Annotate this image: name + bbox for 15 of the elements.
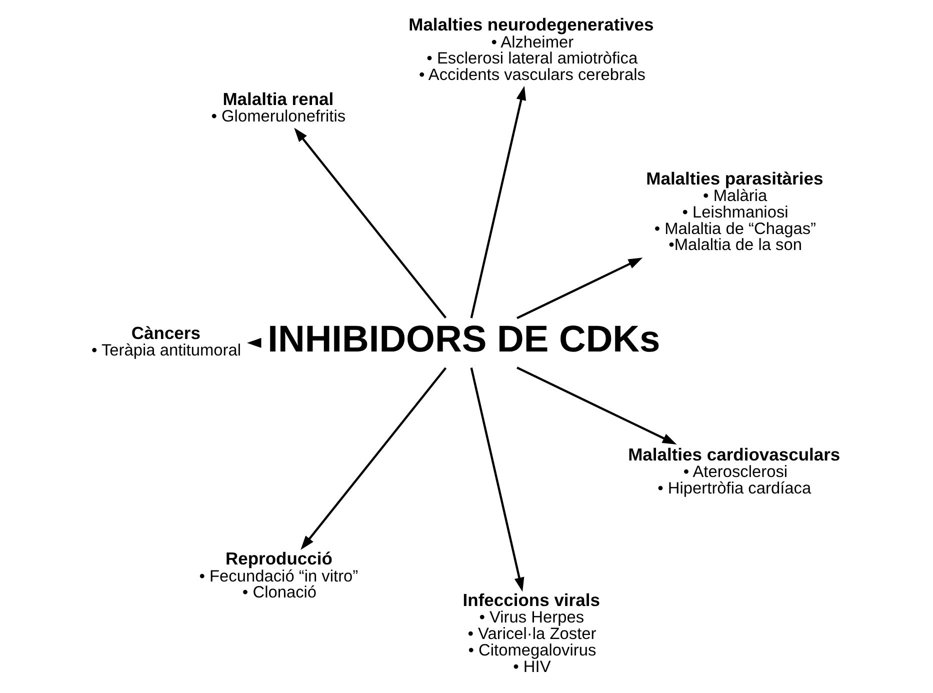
node-text: Malalties parasitàries • Malària • Leishmaniosi • Malaltia de “Chagas” •Malaltia de la son (646, 168, 823, 254)
arrow (294, 127, 446, 318)
node-text: Infeccions virals • Virus Herpes • Varicel·la Zoster • Citomegalovirus • HIV (462, 590, 600, 676)
arrow (516, 366, 676, 444)
node-text: Reproducció • Fecundació “in vitro” • Clonació (198, 548, 358, 602)
node-text: Malaltia renal • Glomerulonefritis (210, 88, 346, 125)
arrow (470, 85, 526, 318)
node-text: INHIBIDORS DE CDKs (267, 316, 660, 359)
arrow (470, 367, 524, 592)
arrow (516, 257, 642, 319)
node-text: Malalties cardiovasculars • Aterosclerosi • Hipertròfia cardíaca (628, 444, 840, 498)
arrow (246, 337, 261, 348)
node-text: Malalties neurodegeneratives • Alzheimer • Esclerosi lateral amiotròfica • Accidents vasculars cerebrals (408, 14, 654, 84)
node-text: Càncers • Teràpia antitumoral (90, 322, 240, 359)
arrow (300, 366, 446, 550)
